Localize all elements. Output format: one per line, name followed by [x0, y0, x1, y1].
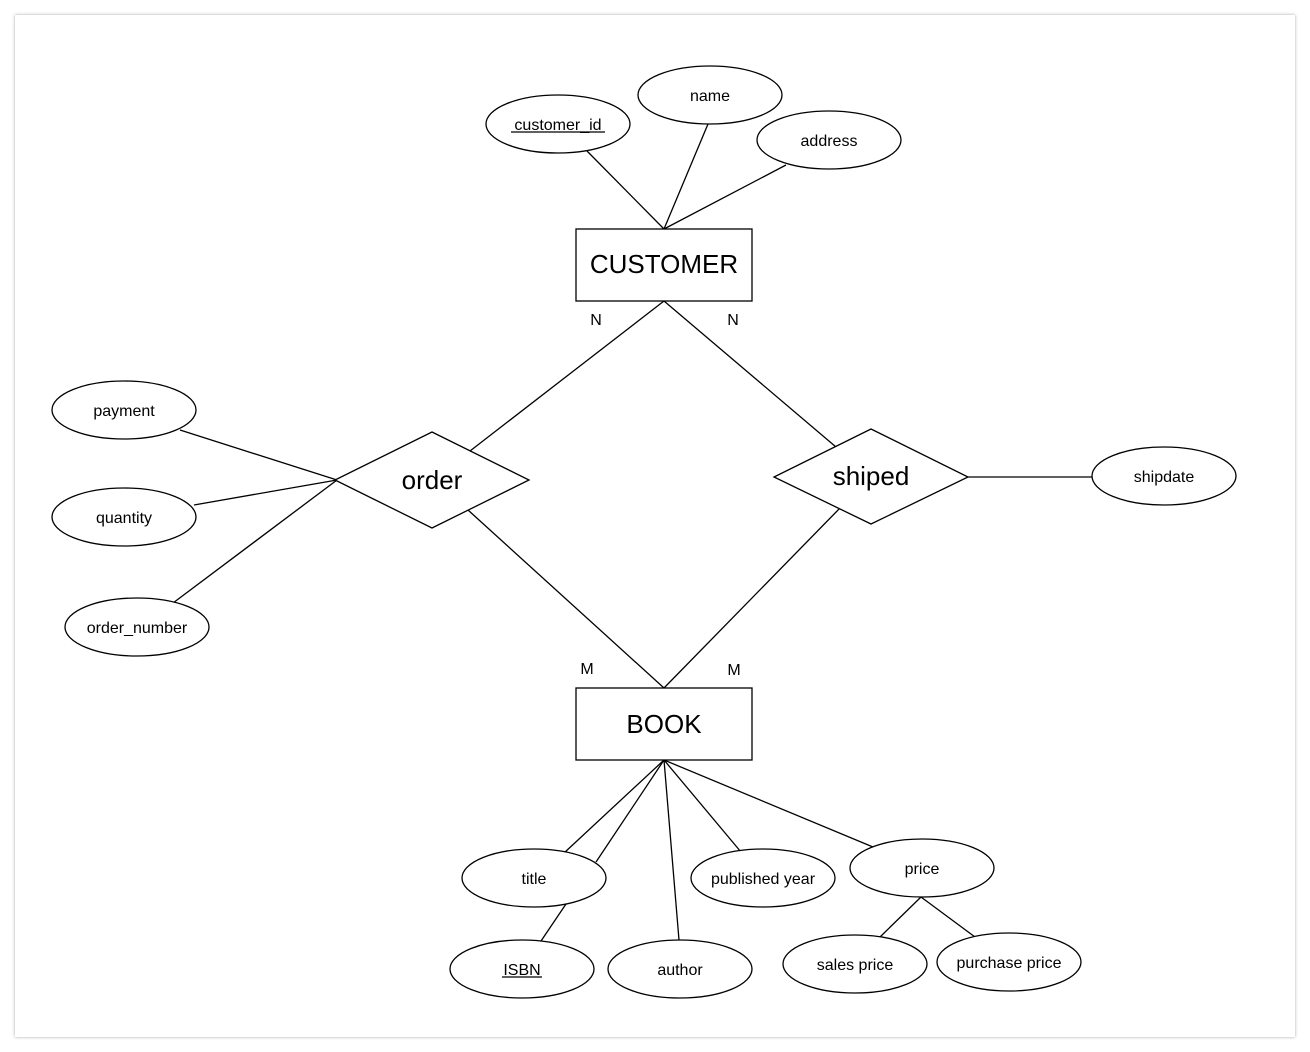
diagram-page	[15, 15, 1295, 1037]
entity-book[interactable]: BOOK	[575, 687, 753, 761]
attribute-isbn-label: ISBN	[503, 962, 540, 979]
relationship-order-label: order	[402, 465, 463, 495]
attribute-shipdate[interactable]: shipdate	[1091, 446, 1237, 506]
cardinality-customer-shiped: N	[727, 312, 739, 329]
edge-published-year	[663, 759, 742, 853]
attribute-customer-id[interactable]: customer_id	[485, 94, 631, 154]
edge-author	[663, 759, 680, 941]
cardinality-labels: N N M M	[580, 312, 740, 679]
attribute-purchase-price[interactable]: purchase price	[936, 932, 1082, 992]
attribute-shipdate-label: shipdate	[1134, 469, 1195, 486]
attribute-sales-price[interactable]: sales price	[782, 934, 928, 994]
attribute-published-year-label: published year	[711, 871, 816, 888]
edge-sales-price	[879, 896, 922, 938]
edge-customer-shiped	[663, 300, 837, 448]
edge-order-number	[172, 479, 338, 604]
attribute-price-label: price	[905, 861, 940, 878]
edge-order-book	[467, 509, 665, 689]
attribute-title[interactable]: title	[461, 848, 607, 908]
edge-isbn	[540, 903, 567, 942]
edge-price	[663, 759, 874, 848]
attribute-quantity-label: quantity	[96, 510, 152, 527]
attribute-author-label: author	[657, 962, 703, 979]
edge-quantity	[193, 479, 338, 506]
entity-book-label: BOOK	[626, 709, 702, 739]
connectors	[172, 123, 1093, 942]
attribute-author[interactable]: author	[607, 939, 753, 999]
edge-title-a	[563, 759, 665, 854]
edge-name	[663, 123, 709, 230]
attribute-address[interactable]: address	[756, 110, 902, 170]
attribute-title-label: title	[522, 871, 547, 888]
entity-customer-label: CUSTOMER	[590, 249, 738, 279]
attribute-quantity[interactable]: quantity	[51, 487, 197, 547]
edge-customer-id	[586, 150, 665, 230]
edge-title-b	[595, 759, 665, 863]
cardinality-book-shiped: M	[727, 662, 740, 679]
attribute-price[interactable]: price	[849, 838, 995, 898]
attribute-payment-label: payment	[93, 403, 155, 420]
attribute-purchase-price-label: purchase price	[957, 955, 1062, 972]
relationship-shiped[interactable]: shiped	[772, 428, 970, 525]
edge-shiped-book	[663, 507, 841, 689]
cardinality-book-order: M	[580, 661, 593, 678]
edge-payment	[179, 429, 338, 481]
attribute-order-number-label: order_number	[87, 620, 188, 637]
attribute-isbn[interactable]: ISBN	[449, 939, 595, 999]
relationship-shiped-label: shiped	[833, 461, 910, 491]
attribute-address-label: address	[801, 133, 858, 150]
attribute-published-year[interactable]: published year	[690, 848, 836, 908]
entity-customer[interactable]: CUSTOMER	[575, 228, 753, 302]
attribute-name-label: name	[690, 88, 730, 105]
edge-customer-order	[469, 300, 665, 452]
edge-address	[663, 164, 787, 230]
attribute-order-number[interactable]: order_number	[64, 597, 210, 657]
cardinality-customer-order: N	[590, 312, 602, 329]
attribute-sales-price-label: sales price	[817, 957, 894, 974]
attribute-payment[interactable]: payment	[51, 380, 197, 440]
relationship-order[interactable]: order	[333, 431, 531, 529]
attribute-name[interactable]: name	[637, 65, 783, 125]
attribute-customer-id-label: customer_id	[514, 117, 601, 134]
edge-purchase-price	[920, 896, 976, 938]
